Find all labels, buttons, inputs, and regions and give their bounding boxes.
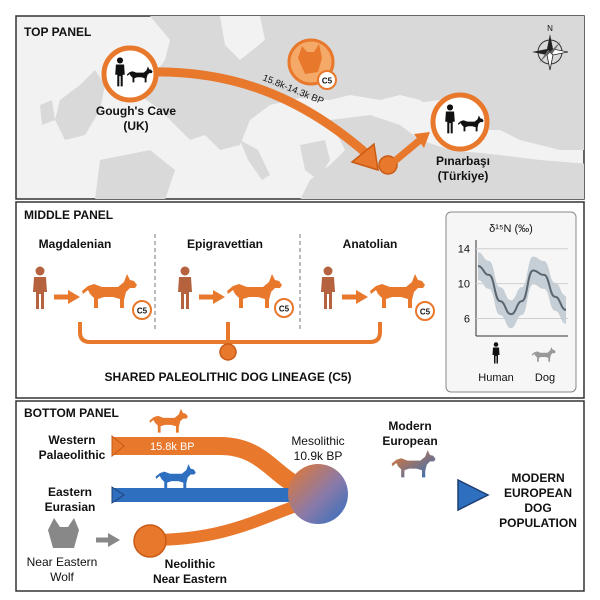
arrival-arrow xyxy=(392,136,424,164)
compass-north-label: N xyxy=(547,24,553,33)
lineage-label: SHARED PALEOLITHIC DOG LINEAGE (C5) xyxy=(104,370,351,384)
chart-band xyxy=(478,252,566,329)
chart-tick-label: 10 xyxy=(458,279,470,291)
c5-badge-label: C5 xyxy=(420,308,431,317)
chart-category-dog: Dog xyxy=(535,372,555,384)
mesolithic-date: 10.9k BP xyxy=(294,449,343,463)
population-label-line4: POPULATION xyxy=(499,516,577,530)
c5-badge-label: C5 xyxy=(279,305,290,314)
c5-badge xyxy=(274,298,294,318)
population-label-line3: DOG xyxy=(524,501,551,515)
western-date-label: 15.8k BP xyxy=(150,441,195,453)
site-pinarbasi-country: (Türkiye) xyxy=(438,169,489,183)
modern-label-line2: European xyxy=(382,434,437,448)
chart-tick-label: 14 xyxy=(458,244,470,256)
population-label-line2: EUROPEAN xyxy=(504,486,572,500)
western-label-line2: Palaeolithic xyxy=(39,448,106,462)
mesolithic-node xyxy=(288,464,348,524)
output-arrowhead xyxy=(457,478,490,512)
neolithic-stream xyxy=(149,497,307,546)
dog-head-icon xyxy=(298,44,322,74)
neolithic-node xyxy=(133,524,167,558)
migration-arrowhead xyxy=(350,142,379,172)
c5-badge-label: C5 xyxy=(137,307,148,316)
eastern-label-line2: Eurasian xyxy=(45,500,96,514)
site-pinarbasi-name: Pınarbaşı xyxy=(436,154,490,168)
c5-badge xyxy=(415,301,435,321)
bottom-panel: BOTTOM PANEL 15.8k BP Mesolithic 10.9k B… xyxy=(15,400,585,592)
wolf-arrow-icon xyxy=(108,533,120,547)
top-panel-title: TOP PANEL xyxy=(24,25,91,39)
neolithic-label-line1: Neolithic xyxy=(165,557,216,571)
site-gough-name: Gough's Cave xyxy=(96,104,177,118)
c5-badge xyxy=(132,300,152,320)
neolithic-label-line2: Near Eastern xyxy=(153,572,227,586)
mesolithic-label: Mesolithic xyxy=(291,434,344,448)
arrow-icon xyxy=(213,290,225,304)
chart-line xyxy=(477,265,567,316)
eastern-label-line1: Eastern xyxy=(48,485,92,499)
modern-label-line1: Modern xyxy=(388,419,431,433)
lineage-node xyxy=(219,343,237,361)
eastern-arrowhead xyxy=(111,486,125,504)
wolf-label-line2: Wolf xyxy=(50,570,74,584)
arrow-icon xyxy=(68,290,80,304)
group-anatolian-label: Anatolian xyxy=(343,237,398,251)
chart-title: δ¹⁵N (‰) xyxy=(489,223,533,235)
migration-arrow xyxy=(143,67,373,160)
isotope-chart: δ¹⁵N (‰) 14 10 6 Human Dog xyxy=(445,211,577,393)
western-arrowhead xyxy=(111,434,125,458)
middle-panel-title: MIDDLE PANEL xyxy=(24,208,113,222)
population-label-line1: MODERN xyxy=(511,471,564,485)
chart-tick-label: 6 xyxy=(464,314,470,326)
wolf-head-icon xyxy=(48,518,79,548)
top-panel: TOP PANEL 15.8k-14.3k BP Gough's Cave (U… xyxy=(15,15,585,200)
group-epigravettian-label: Epigravettian xyxy=(187,237,263,251)
bottom-panel-title: BOTTOM PANEL xyxy=(24,406,119,420)
site-gough-country: (UK) xyxy=(123,119,148,133)
western-label-line1: Western xyxy=(48,433,95,447)
arrival-node xyxy=(378,155,398,175)
c5-badge xyxy=(317,70,337,90)
arrow-icon xyxy=(356,290,368,304)
compass-icon xyxy=(532,34,569,71)
group-magdalenian-label: Magdalenian xyxy=(39,237,112,251)
middle-panel: MIDDLE PANEL Magdalenian C5 Epigravettia… xyxy=(15,201,585,399)
chart-category-human: Human xyxy=(478,372,513,384)
wolf-label-line1: Near Eastern xyxy=(27,555,98,569)
chart-ticks: 14 10 6 xyxy=(458,244,470,326)
arrival-arrowhead xyxy=(414,132,430,148)
c5-badge-label: C5 xyxy=(322,77,333,86)
